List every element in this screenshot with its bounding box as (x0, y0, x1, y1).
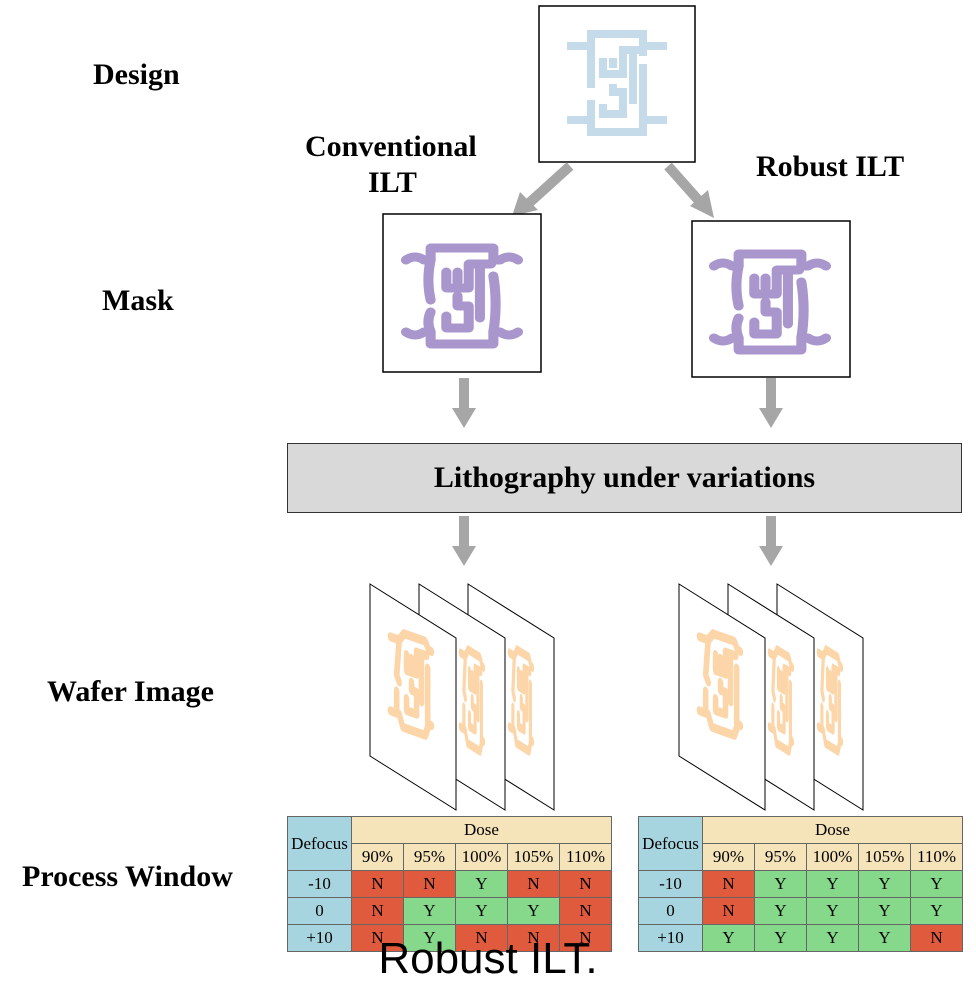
dose-column-header: 105% (858, 843, 911, 871)
robust-wafer-stack (678, 583, 864, 811)
process-window-cell: Y (403, 897, 456, 925)
defocus-value: 0 (287, 897, 352, 925)
wafer-image-label: Wafer Image (47, 675, 214, 708)
wafer-sheet-front (369, 583, 457, 811)
conventional-ilt-label-line1: Conventional (305, 130, 477, 163)
arrow-litho-to-robust-wafer (759, 516, 783, 566)
process-window-cell: Y (806, 897, 859, 925)
process-window-cell: N (507, 870, 560, 898)
conventional-mask-box (382, 213, 542, 373)
lithography-label: Lithography under variations (433, 461, 816, 494)
design-label: Design (93, 58, 180, 91)
process-window-cell: Y (858, 897, 911, 925)
process-window-cell: Y (403, 924, 456, 952)
dose-column-header: 90% (351, 843, 404, 871)
robust-mask-box (691, 220, 851, 378)
mask-label: Mask (102, 284, 174, 317)
process-window-cell: N (558, 870, 613, 898)
process-window-cell: Y (754, 870, 807, 898)
process-window-cell: Y (909, 897, 964, 925)
dose-column-header: 110% (909, 843, 964, 871)
dose-column-header: 100% (806, 843, 859, 871)
arrow-robust-to-litho (759, 378, 783, 428)
process-window-cell: Y (455, 870, 508, 898)
dose-column-header: 105% (507, 843, 560, 871)
defocus-header: Defocus (638, 816, 703, 871)
process-window-cell: Y (806, 924, 859, 952)
process-window-cell: N (351, 870, 404, 898)
process-window-cell: Y (702, 924, 755, 952)
process-window-cell: Y (754, 897, 807, 925)
process-window-cell: N (558, 924, 613, 952)
dose-column-header: 110% (558, 843, 613, 871)
process-window-cell: N (702, 897, 755, 925)
defocus-value: +10 (638, 924, 703, 952)
dose-column-header: 90% (702, 843, 755, 871)
dose-header: Dose (350, 816, 613, 844)
defocus-value: +10 (287, 924, 352, 952)
arrow-design-to-robust (664, 162, 714, 218)
arrow-litho-to-conventional-wafer (452, 516, 476, 566)
process-window-cell: N (909, 924, 964, 952)
process-window-cell: Y (455, 897, 508, 925)
defocus-value: -10 (287, 870, 352, 898)
process-window-cell: Y (806, 870, 859, 898)
defocus-value: -10 (638, 870, 703, 898)
process-window-cell: N (558, 897, 613, 925)
arrow-design-to-conventional (512, 162, 574, 216)
design-box (538, 5, 696, 163)
dose-column-header: 95% (754, 843, 807, 871)
conventional-ilt-label-line2: ILT (368, 166, 417, 199)
defocus-value: 0 (638, 897, 703, 925)
process-window-cell: Y (754, 924, 807, 952)
process-window-cell: N (351, 924, 404, 952)
dose-header: Dose (701, 816, 964, 844)
process-window-label: Process Window (22, 860, 233, 893)
process-window-cell: N (507, 924, 560, 952)
process-window-cell: Y (858, 870, 911, 898)
dose-column-header: 100% (455, 843, 508, 871)
dose-values-row: 90%95%100%105%110% (639, 843, 964, 871)
lithography-box: Lithography under variations (287, 443, 962, 513)
dose-values-row: 90%95%100%105%110% (288, 843, 613, 871)
conventional-wafer-stack (369, 583, 555, 811)
defocus-header: Defocus (287, 816, 352, 871)
process-window-cell: N (403, 870, 456, 898)
robust-ilt-label: Robust ILT (756, 150, 905, 183)
wafer-sheet-front (678, 583, 766, 811)
process-window-cell: N (702, 870, 755, 898)
process-window-cell: Y (507, 897, 560, 925)
figure-caption: Robust ILT. (378, 934, 598, 983)
dose-column-header: 95% (403, 843, 456, 871)
process-window-cell: Y (909, 870, 964, 898)
arrow-conventional-to-litho (452, 378, 476, 428)
process-window-cell: N (351, 897, 404, 925)
